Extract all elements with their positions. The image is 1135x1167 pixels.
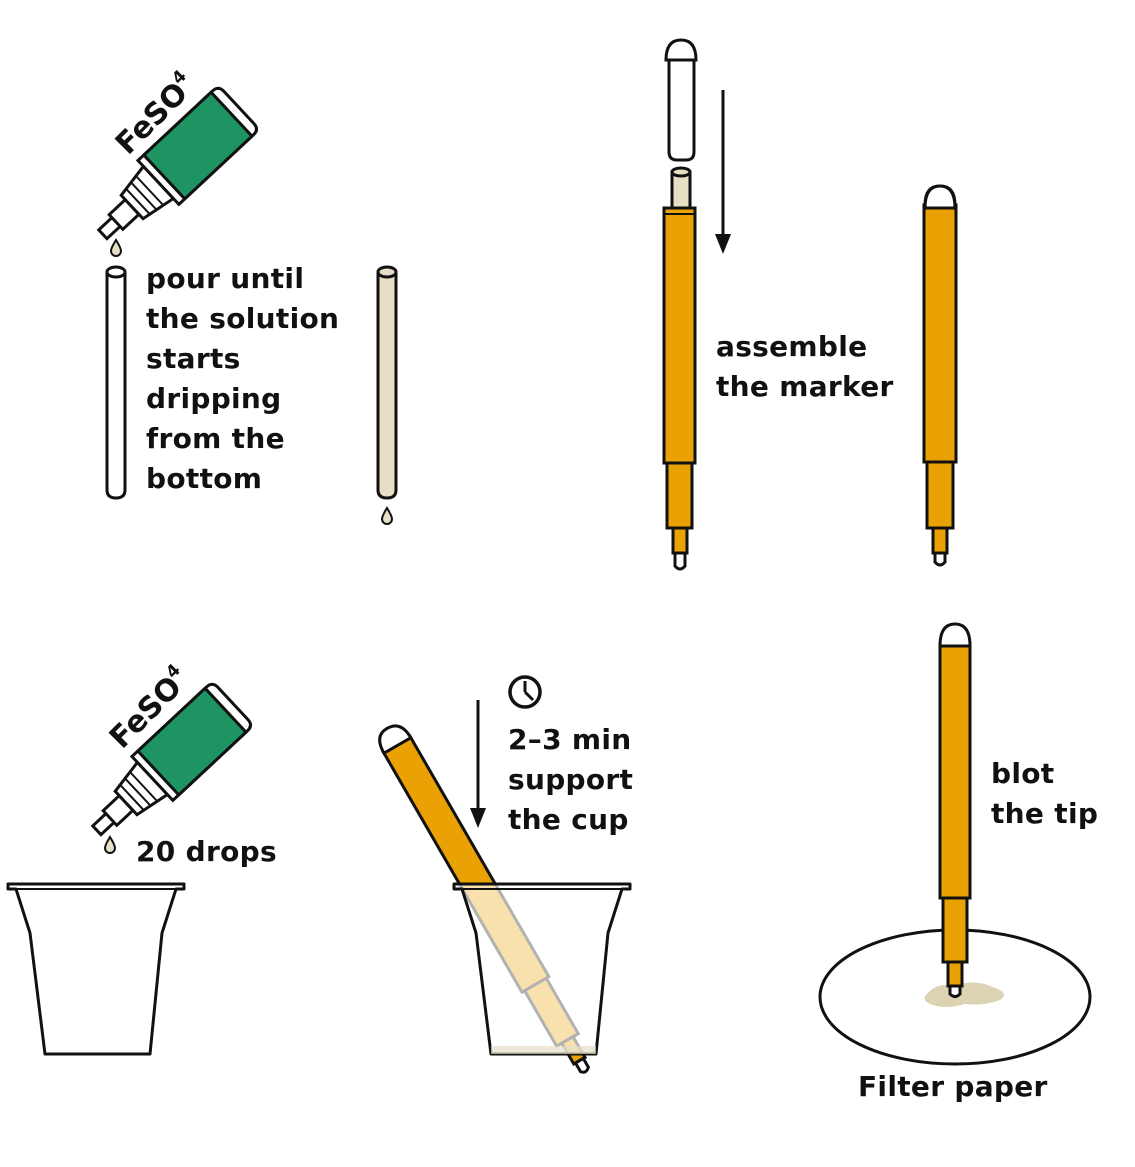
tube-empty [105, 265, 127, 500]
step1-instruction: pour until the solution starts dripping … [146, 259, 339, 499]
marker-body-open [662, 206, 697, 571]
marker-blotting [938, 622, 972, 998]
step2-line: assemble [716, 330, 868, 363]
step2-instruction: assemble the marker [716, 327, 894, 407]
step4-line: the cup [508, 803, 629, 836]
clock-icon [508, 675, 542, 709]
tube-soaked [376, 265, 398, 500]
step1-line: dripping [146, 382, 282, 415]
down-arrow-step2 [715, 90, 731, 254]
drop-from-tube [381, 507, 393, 525]
drop-step1 [110, 239, 122, 257]
step1-line: pour until [146, 262, 305, 295]
step4-instruction: 2–3 min support the cup [508, 720, 633, 840]
step5-instruction: blot the tip [991, 754, 1098, 834]
cup-with-solution [452, 882, 632, 1056]
marker-cap [664, 38, 698, 162]
step1-line: bottom [146, 462, 263, 495]
drop-step3 [104, 836, 116, 854]
down-arrow-step4 [470, 700, 486, 828]
step5-line: the tip [991, 797, 1099, 830]
step5-line: blot [991, 757, 1055, 790]
filter-paper-label: Filter paper [858, 1070, 1048, 1103]
step1-line: from the [146, 422, 285, 455]
step1-line: the solution [146, 302, 340, 335]
timer-label: 2–3 min [508, 723, 632, 756]
drops-label: 20 drops [136, 835, 277, 868]
step1-line: starts [146, 342, 241, 375]
step4-line: support [508, 763, 634, 796]
marker-assembled [922, 184, 958, 567]
cup-empty [6, 882, 186, 1056]
step2-line: the marker [716, 370, 894, 403]
